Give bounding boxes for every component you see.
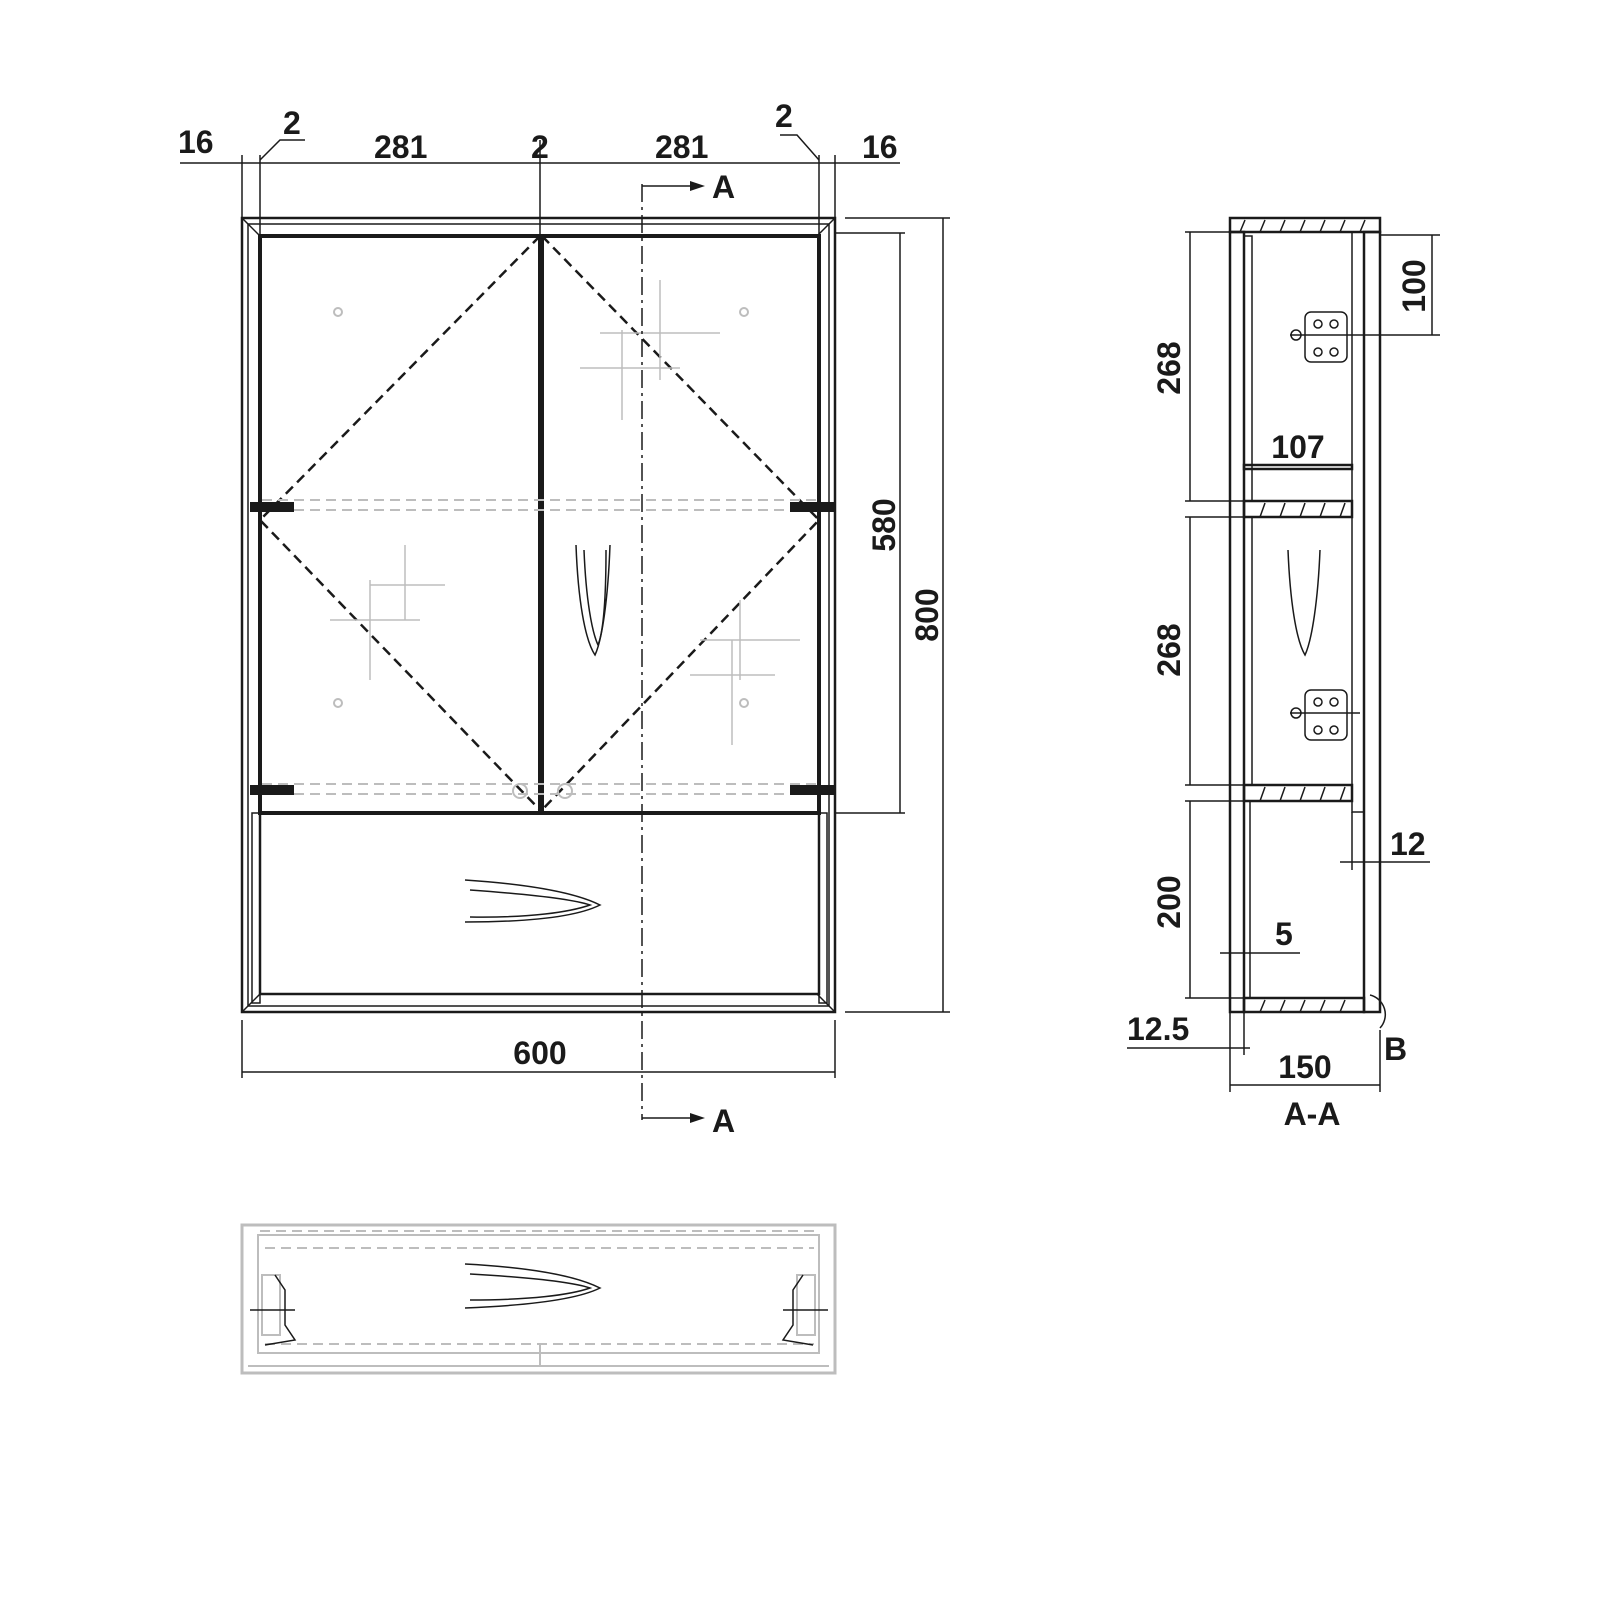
reflection-icon	[464, 1263, 602, 1309]
dim-side-right: 16	[862, 129, 898, 165]
dim-door-left: 281	[374, 129, 427, 165]
door-left	[258, 234, 542, 815]
dim-back-panel: 5	[1275, 916, 1293, 952]
reflection-icon	[575, 544, 611, 657]
hinge-icon	[781, 1274, 828, 1346]
door-left-swing	[258, 235, 541, 811]
dim-mirror-height: 580	[866, 498, 902, 551]
dim-back-thickness: 12	[1390, 826, 1426, 862]
cabinet-outer-frame	[240, 216, 837, 1014]
door-right-swing	[541, 235, 821, 811]
cabinet-inner-frame	[247, 223, 830, 1007]
dim-compartment-lower: 200	[1151, 875, 1187, 928]
section-shelf	[1242, 783, 1354, 803]
dim-total-depth: 150	[1278, 1049, 1331, 1085]
section-top-board	[1228, 216, 1382, 234]
lower-compartment	[258, 811, 821, 996]
hinge-icon	[1290, 311, 1360, 363]
hinge-icon	[1290, 689, 1360, 741]
section-back-wall	[1362, 230, 1382, 1014]
dim-bottom-thickness: 12.5	[1127, 1011, 1189, 1047]
reflection-icon	[1287, 549, 1321, 657]
plan-view	[240, 1223, 837, 1375]
section-title: A-A	[1284, 1096, 1341, 1132]
dim-compartment-middle: 268	[1151, 623, 1187, 676]
hinge-icon	[250, 502, 294, 512]
hinge-icon	[790, 785, 834, 795]
hinge-icon	[790, 502, 834, 512]
dim-gap-left: 2	[283, 105, 301, 141]
detail-marker-b: B	[1384, 1031, 1407, 1067]
section-shelf	[1242, 499, 1354, 519]
plan-outer	[240, 1223, 837, 1375]
hinge-icon	[250, 1274, 297, 1346]
mirror-sparkle-icon	[330, 280, 800, 745]
dim-shelf-depth: 107	[1271, 429, 1324, 465]
dim-compartment-upper: 268	[1151, 341, 1187, 394]
section-view: B 268 268 200 100 107 12 5 12.5	[1127, 216, 1440, 1132]
dim-gap-middle: 2	[531, 129, 549, 165]
dim-total-height: 800	[909, 588, 945, 641]
reflection-icon	[464, 879, 602, 923]
dim-side-left: 16	[178, 124, 214, 160]
hinge-icon	[250, 785, 294, 795]
detail-marker-arc	[1369, 994, 1387, 1029]
front-view: A A 16 2 281 2 281 2 16 580 800 600	[178, 98, 950, 1139]
section-marker-bottom: A	[712, 1103, 735, 1139]
section-marker-top: A	[712, 169, 735, 205]
dim-hinge-offset: 100	[1396, 259, 1432, 312]
section-bottom-board	[1242, 996, 1366, 1014]
dim-gap-right: 2	[775, 98, 793, 134]
dim-door-right: 281	[655, 129, 708, 165]
door-right	[540, 234, 821, 815]
dim-total-width: 600	[513, 1035, 566, 1071]
